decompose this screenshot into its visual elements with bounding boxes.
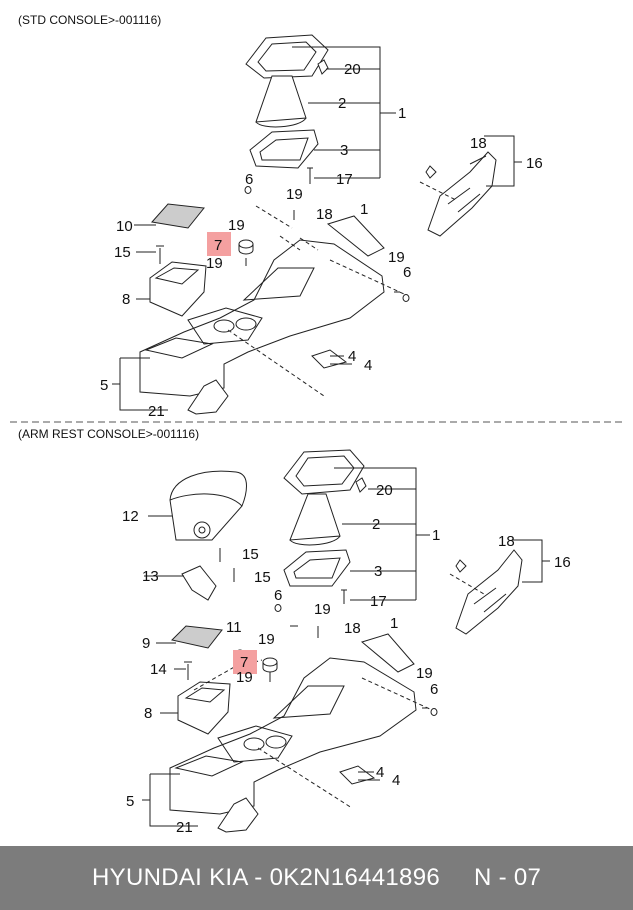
callout-10: 10 <box>116 218 133 235</box>
arm-rest-console-drawing <box>169 449 523 833</box>
callout-16: 16 <box>554 554 571 571</box>
callout-15: 15 <box>114 244 131 261</box>
callout-1: 1 <box>398 105 406 122</box>
callout-5: 5 <box>126 793 134 810</box>
callout-18: 18 <box>498 533 515 550</box>
callout-6: 6 <box>274 587 282 604</box>
callout-4: 4 <box>364 357 372 374</box>
callout-16: 16 <box>526 155 543 172</box>
callout-1: 1 <box>390 615 398 632</box>
callout-18: 18 <box>344 620 361 637</box>
callout-4: 4 <box>348 348 356 365</box>
callout-19: 19 <box>314 601 331 618</box>
callout-6: 6 <box>245 171 253 188</box>
callout-19: 19 <box>286 186 303 203</box>
callout-19: 19 <box>206 255 223 272</box>
std-console-callouts: 20 2 1 3 17 6 19 18 19 19 1 19 6 18 16 1… <box>100 61 543 420</box>
callout-4: 4 <box>376 764 384 781</box>
callout-8: 8 <box>122 291 130 308</box>
section-title-arm-rest-console: (ARM REST CONSOLE>-001116) <box>18 427 200 441</box>
arm-rest-console-leaders <box>142 467 550 827</box>
footer-page-code: N - 07 <box>474 864 542 891</box>
std-console-drawing <box>139 34 497 415</box>
callout-17: 17 <box>370 593 387 610</box>
callout-2: 2 <box>338 95 346 112</box>
callout-2: 2 <box>372 516 380 533</box>
parts-diagram: (STD CONSOLE>-001116) (ARM REST CONSOLE>… <box>10 13 622 836</box>
callout-3: 3 <box>374 563 382 580</box>
callout-11: 11 <box>226 619 242 636</box>
callout-19: 19 <box>258 631 275 648</box>
callout-17: 17 <box>336 171 353 188</box>
callout-3: 3 <box>340 142 348 159</box>
callout-18: 18 <box>470 135 487 152</box>
callout-6: 6 <box>430 681 438 698</box>
callout-7-highlighted: 7 <box>214 237 222 254</box>
callout-20: 20 <box>344 61 361 78</box>
callout-1: 1 <box>360 201 368 218</box>
callout-21: 21 <box>148 403 165 420</box>
callout-13: 13 <box>142 568 159 585</box>
footer-part-number: HYUNDAI KIA - 0K2N16441896 <box>92 864 440 891</box>
callout-19: 19 <box>388 249 405 266</box>
callout-9: 9 <box>142 635 150 652</box>
callout-21: 21 <box>176 819 193 836</box>
highlight-box-part-7 <box>207 232 231 256</box>
callout-19: 19 <box>416 665 433 682</box>
section-title-std-console: (STD CONSOLE>-001116) <box>18 13 162 27</box>
arm-rest-console-callouts: 20 2 1 3 17 12 15 13 15 6 19 18 19 1 19 … <box>122 482 571 836</box>
callout-6: 6 <box>403 264 411 281</box>
diagram-svg: 20 2 1 3 17 6 19 18 19 19 1 19 6 18 16 1… <box>10 34 622 836</box>
callout-15: 15 <box>242 546 259 563</box>
callout-20: 20 <box>376 482 393 499</box>
std-console-leaders <box>112 46 522 411</box>
callout-12: 12 <box>122 508 139 525</box>
callout-14: 14 <box>150 661 167 678</box>
callout-18: 18 <box>316 206 333 223</box>
highlight-box-part-7-armrest <box>233 650 257 674</box>
callout-7-highlighted: 7 <box>240 654 248 671</box>
callout-15: 15 <box>254 569 271 586</box>
callout-19: 19 <box>228 217 245 234</box>
callout-8: 8 <box>144 705 152 722</box>
callout-19: 19 <box>236 669 253 686</box>
callout-4: 4 <box>392 772 400 789</box>
callout-5: 5 <box>100 377 108 394</box>
callout-1: 1 <box>432 527 440 544</box>
footer-bar: HYUNDAI KIA - 0K2N16441896 N - 07 <box>0 846 633 910</box>
